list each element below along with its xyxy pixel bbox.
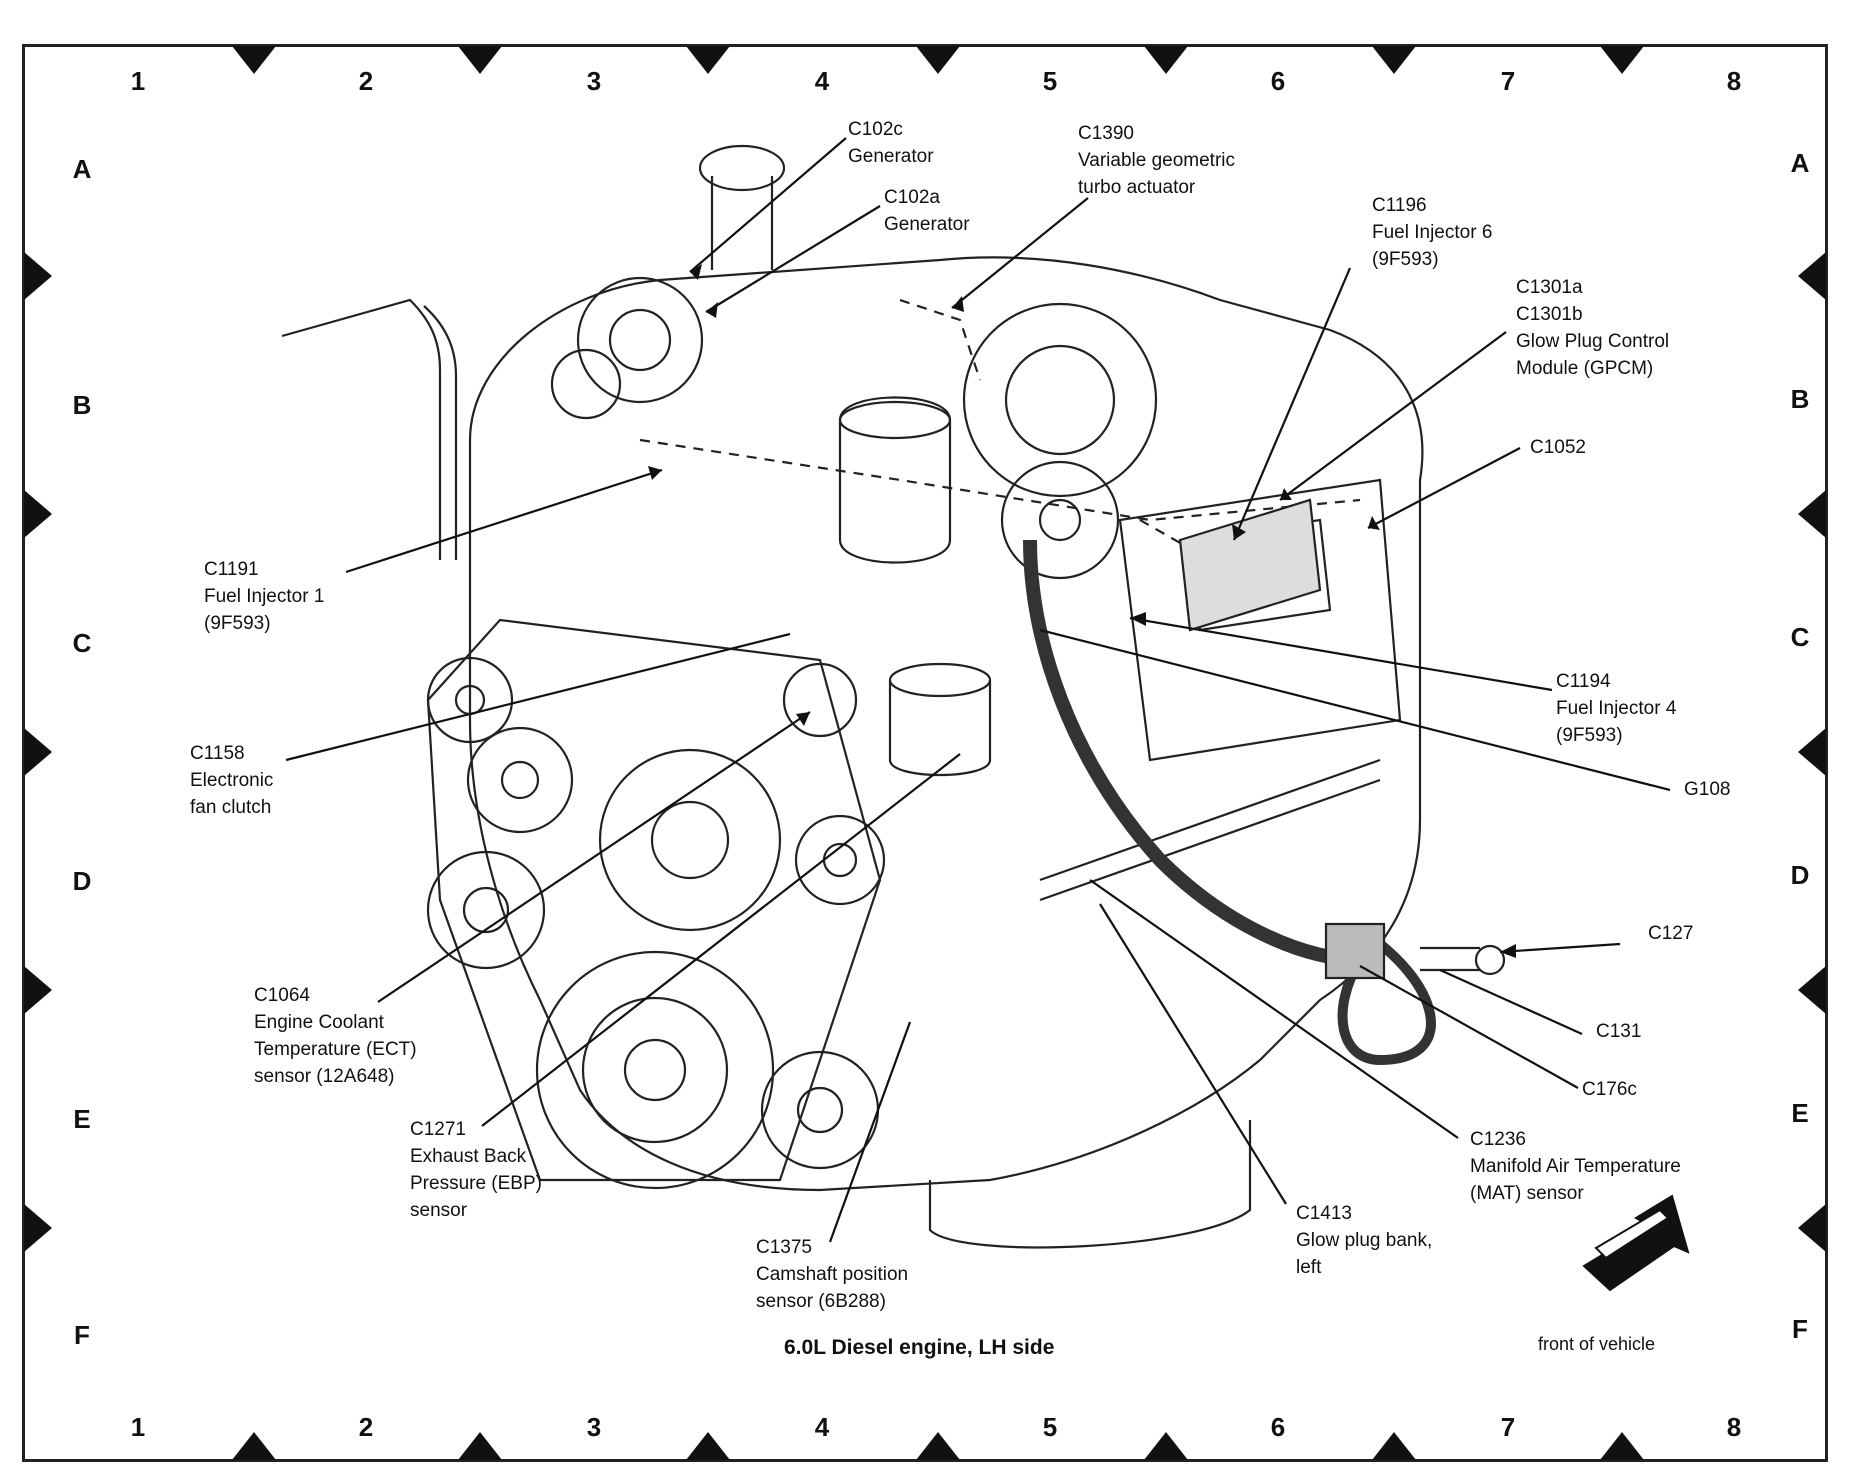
callout-c1194: C1194 Fuel Injector 4 (9F593) — [1556, 671, 1677, 746]
row-label-left-d: D — [72, 866, 92, 896]
row-label-left-b: B — [72, 390, 92, 420]
col-label-top-8: 8 — [1726, 66, 1742, 96]
col-label-top-5: 5 — [1042, 66, 1058, 96]
callout-c1191: C1191 Fuel Injector 1 (9F593) — [204, 559, 325, 634]
callout-c1271: C1271 Exhaust Back Pressure (EBP) sensor — [410, 1119, 542, 1221]
row-label-left-e: E — [73, 1104, 91, 1134]
leader-arrowheads — [648, 264, 1516, 958]
callout-c1052: C1052 — [1530, 437, 1586, 458]
callout-c131: C131 — [1596, 1021, 1642, 1042]
callout-c127: C127 — [1648, 923, 1694, 944]
callout-c1413: C1413 Glow plug bank, left — [1296, 1203, 1433, 1278]
row-label-right-f: F — [1792, 1314, 1808, 1344]
row-label-left-c: C — [72, 628, 92, 658]
col-label-top-4: 4 — [814, 66, 830, 96]
front-of-vehicle-label: front of vehicle — [1538, 1334, 1656, 1354]
row-label-right-e: E — [1791, 1098, 1809, 1128]
callout-c176c: C176c — [1582, 1079, 1637, 1100]
front-of-vehicle-arrow-icon — [1582, 1194, 1690, 1292]
callout-c1064: C1064 Engine Coolant Temperature (ECT) s… — [254, 985, 417, 1087]
row-label-right-a: A — [1790, 148, 1810, 178]
callout-c1196: C1196 Fuel Injector 6 (9F593) — [1372, 195, 1493, 270]
row-label-left-a: A — [72, 154, 92, 184]
callout-c102c: C102c Generator — [848, 119, 934, 167]
col-label-top-7: 7 — [1500, 66, 1516, 96]
row-label-right-d: D — [1790, 860, 1810, 890]
callout-c1158: C1158 Electronic fan clutch — [190, 743, 274, 818]
col-label-bottom-5: 5 — [1042, 1412, 1058, 1442]
engine-illustration — [281, 144, 1506, 1249]
row-label-left-f: F — [74, 1320, 90, 1350]
col-label-bottom-6: 6 — [1270, 1412, 1286, 1442]
col-label-bottom-3: 3 — [586, 1412, 602, 1442]
col-label-top-2: 2 — [358, 66, 374, 96]
col-label-bottom-2: 2 — [358, 1412, 374, 1442]
callout-c102a: C102a Generator — [884, 187, 970, 235]
callout-c1375: C1375 Camshaft position sensor (6B288) — [756, 1237, 909, 1312]
grid-marker-triangle-icon — [24, 46, 1826, 1460]
col-label-top-3: 3 — [586, 66, 602, 96]
callout-c1390: C1390 Variable geometric turbo actuator — [1078, 123, 1236, 198]
callout-c1236: C1236 Manifold Air Temperature (MAT) sen… — [1470, 1129, 1681, 1204]
leader-lines — [285, 137, 1671, 1243]
callout-c1301: C1301a C1301b Glow Plug Control Module (… — [1516, 277, 1670, 379]
col-label-bottom-4: 4 — [814, 1412, 830, 1442]
col-label-top-6: 6 — [1270, 66, 1286, 96]
col-label-top-1: 1 — [130, 66, 146, 96]
row-label-right-b: B — [1790, 384, 1810, 414]
col-label-bottom-8: 8 — [1726, 1412, 1742, 1442]
callout-g108: G108 — [1684, 779, 1731, 800]
col-label-bottom-1: 1 — [130, 1412, 146, 1442]
row-label-right-c: C — [1790, 622, 1810, 652]
col-label-bottom-7: 7 — [1500, 1412, 1516, 1442]
diagram-title: 6.0L Diesel engine, LH side — [784, 1336, 1055, 1359]
